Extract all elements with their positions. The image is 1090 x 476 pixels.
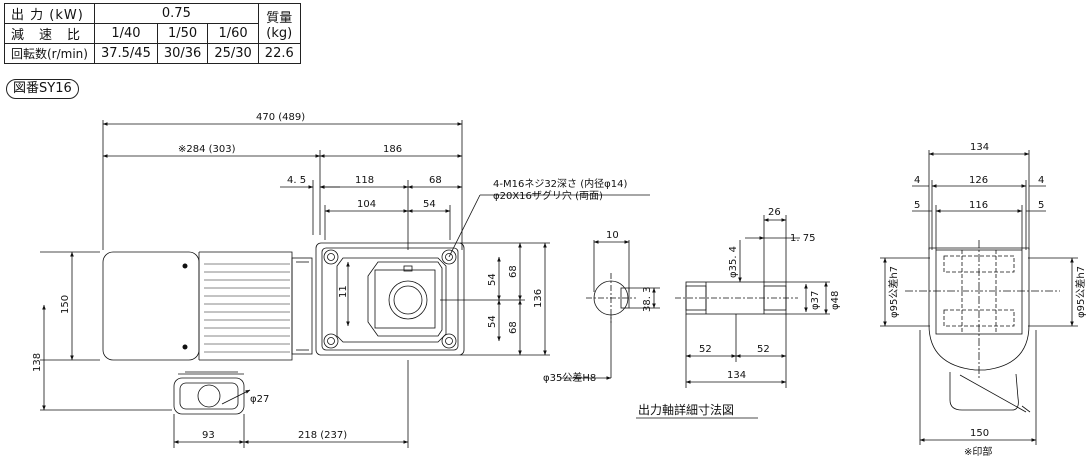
dim-phi35-h8: φ35公差H8 bbox=[543, 371, 596, 384]
dim-overall-length: 470 (489) bbox=[256, 112, 305, 123]
dim-shaft-10: 10 bbox=[606, 230, 619, 241]
mass-label-line1: 質量 bbox=[266, 10, 293, 26]
dim-136: 136 bbox=[533, 289, 544, 308]
speed-3: 25/30 bbox=[207, 43, 259, 64]
speed-label: 回転数(r/min) bbox=[4, 43, 95, 64]
ratio-label: 減 速 比 bbox=[4, 23, 95, 44]
spec-table: 出 力 (kW) 0.75 質量 (kg) 減 速 比 1/40 1/50 1/… bbox=[4, 3, 301, 64]
dim-shaft-134: 134 bbox=[727, 370, 746, 381]
dim-4-5: 4. 5 bbox=[287, 175, 306, 186]
dim-68-top: 68 bbox=[429, 175, 442, 186]
dim-104: 104 bbox=[357, 199, 376, 210]
shaft-detail-caption: 出力軸詳細寸法図 bbox=[638, 402, 734, 417]
ratio-2: 1/50 bbox=[156, 23, 209, 44]
dim-54-right-bottom: 54 bbox=[487, 315, 498, 328]
dim-side-4-right: 4 bbox=[1038, 175, 1044, 186]
dim-11: 11 bbox=[338, 285, 349, 298]
dim-68-right-bottom: 68 bbox=[508, 321, 519, 334]
dim-phi27: φ27 bbox=[250, 394, 269, 405]
dim-shaft-52-right: 52 bbox=[757, 344, 770, 355]
dim-phi48: φ48 bbox=[830, 291, 841, 310]
ratio-3: 1/60 bbox=[207, 23, 259, 44]
dim-motor-length: ※284 (303) bbox=[178, 144, 236, 155]
dim-118: 118 bbox=[355, 175, 374, 186]
dim-side-phi95-right: φ95公差h7 bbox=[1074, 266, 1087, 318]
dim-side-126: 126 bbox=[969, 175, 988, 186]
dim-218: 218 (237) bbox=[298, 430, 347, 441]
ratio-1: 1/40 bbox=[93, 23, 158, 44]
dim-54-top: 54 bbox=[423, 199, 436, 210]
dim-150-front: 150 bbox=[60, 295, 71, 314]
dim-side-phi95-left: φ95公差h7 bbox=[887, 266, 900, 318]
dim-side-134: 134 bbox=[970, 142, 989, 153]
dim-1-75: 1. 75 bbox=[790, 233, 815, 244]
dim-side-5-left: 5 bbox=[914, 200, 920, 211]
dim-shaft-52-left: 52 bbox=[699, 344, 712, 355]
figure-tag: 図番SY16 bbox=[6, 79, 79, 99]
dim-side-116: 116 bbox=[969, 200, 988, 211]
tap-note-line2: φ20X16ザグリ穴 (両面) bbox=[493, 189, 603, 202]
dim-54-right-top: 54 bbox=[487, 273, 498, 286]
tap-note-line1: 4-M16ネジ32深さ (内径φ14) bbox=[493, 177, 627, 190]
dim-phi37: φ37 bbox=[810, 291, 821, 310]
dim-93: 93 bbox=[202, 430, 215, 441]
side-footnote: ※印部 bbox=[964, 445, 992, 458]
dim-side-5-right: 5 bbox=[1038, 200, 1044, 211]
dim-68-right-top: 68 bbox=[508, 265, 519, 278]
dim-shaft-26: 26 bbox=[768, 207, 781, 218]
dim-138: 138 bbox=[32, 353, 43, 372]
dim-phi35-4: φ35. 4 bbox=[728, 246, 739, 278]
mass-label-line2: (kg) bbox=[266, 25, 293, 41]
mass-value: 22.6 bbox=[257, 43, 301, 64]
dim-38-3: 38. 3 bbox=[642, 287, 653, 312]
speed-2: 30/36 bbox=[156, 43, 209, 64]
dim-side-4-left: 4 bbox=[914, 175, 920, 186]
dim-side-150: 150 bbox=[970, 428, 989, 439]
dim-gear-length: 186 bbox=[383, 144, 402, 155]
